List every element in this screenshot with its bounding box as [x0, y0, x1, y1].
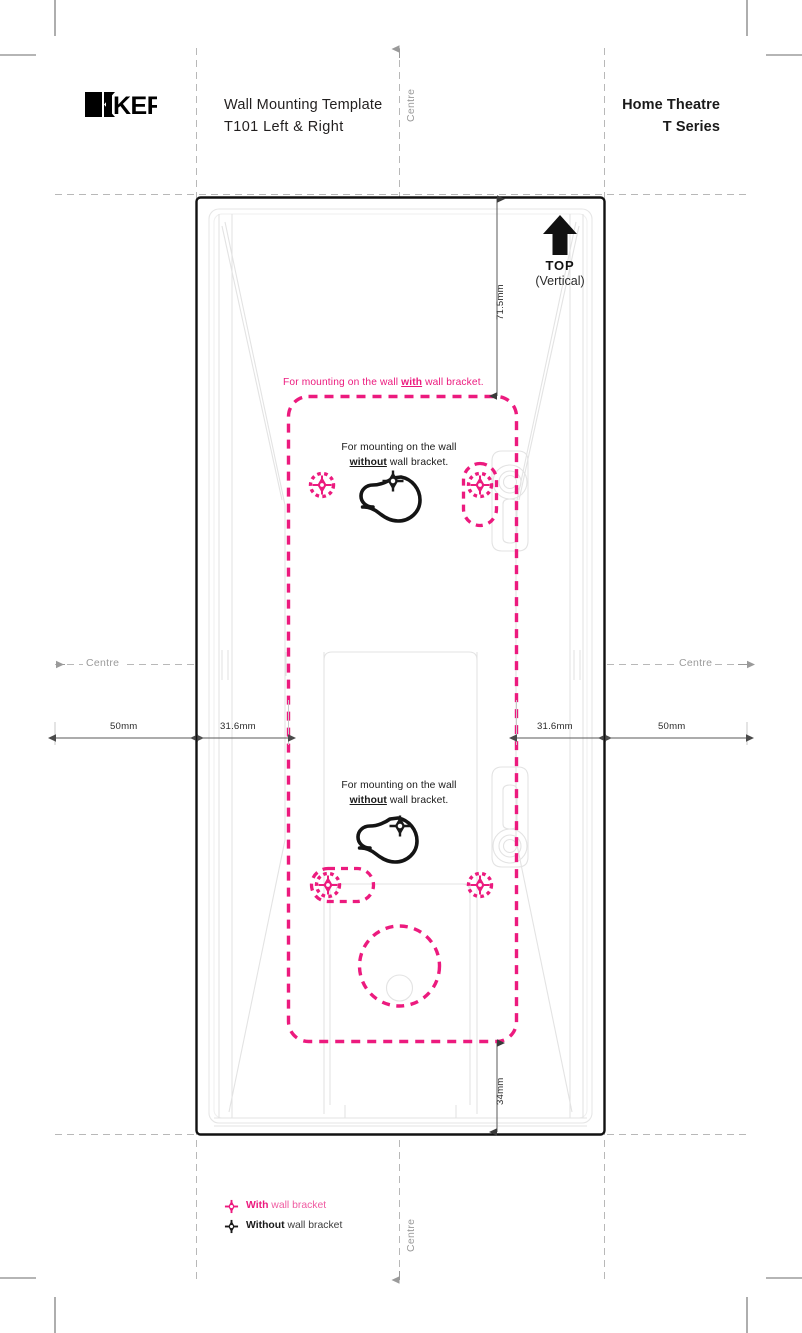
product-series: T Series — [662, 119, 720, 135]
legend-item-without: Without wall bracket — [224, 1216, 342, 1236]
legend: With wall bracket Without wall bracket — [224, 1196, 342, 1236]
note-without-line1-lower: For mounting on the wall — [341, 780, 457, 791]
note-with-suffix: wall bracket. — [422, 377, 484, 388]
dimension-label-bottom-vertical: 34mm — [495, 1077, 506, 1105]
note-without-emphasis-upper: without — [349, 457, 387, 468]
product-category: Home Theatre — [622, 97, 720, 113]
centre-label-bottom: Centre — [405, 1215, 417, 1255]
target-crosshair-icon — [224, 1199, 239, 1214]
dimension-label-left-outer: 50mm — [110, 721, 138, 732]
orientation-marker: TOP (Vertical) — [516, 214, 604, 288]
legend-text-without: wall bracket — [284, 1220, 343, 1231]
note-without-emphasis-lower: without — [349, 795, 387, 806]
note-with-emphasis: with — [401, 377, 423, 388]
bracket-slot-outlines — [309, 461, 499, 904]
legend-item-with: With wall bracket — [224, 1196, 342, 1216]
bracket-slot-upper-right — [461, 461, 499, 528]
document-title-block: Wall Mounting Template T101 Left & Right — [224, 94, 382, 138]
legend-text-with: wall bracket — [268, 1200, 327, 1211]
centre-arrowheads — [56, 45, 755, 1284]
dimension-reference-edges — [195, 660, 606, 748]
keyhole-upper — [359, 469, 422, 523]
note-without-bracket-lower: For mounting on the wall without wall bra… — [301, 778, 497, 808]
dimension-label-right-inner: 31.6mm — [537, 721, 573, 732]
product-family-block: Home Theatre T Series — [622, 94, 720, 138]
document-title: Wall Mounting Template — [224, 97, 383, 113]
note-without-suffix-lower: wall bracket. — [386, 795, 449, 806]
note-without-bracket-upper: For mounting on the wall without wall bra… — [301, 440, 497, 470]
dimension-label-left-inner: 31.6mm — [220, 721, 256, 732]
orientation-label: TOP — [545, 258, 575, 273]
note-with-prefix: For mounting on the wall — [283, 377, 402, 388]
centre-label-left: Centre — [83, 657, 123, 669]
keyhole-lower — [356, 814, 419, 864]
legend-emphasis-with: With — [246, 1200, 269, 1211]
bracket-drill-circle — [357, 924, 442, 1008]
dimension-label-right-outer: 50mm — [658, 721, 686, 732]
up-arrow-icon — [516, 214, 604, 256]
centre-label-right: Centre — [676, 657, 716, 669]
speaker-outline — [195, 196, 606, 1136]
kef-logo: KEF — [85, 92, 162, 120]
target-crosshair-icon — [224, 1219, 239, 1234]
bracket-slot-lower-left — [309, 866, 376, 904]
note-without-suffix-upper: wall bracket. — [386, 457, 449, 468]
note-without-line1-upper: For mounting on the wall — [341, 442, 457, 453]
orientation-sublabel: (Vertical) — [535, 274, 585, 288]
svg-text:KEF: KEF — [113, 92, 157, 117]
document-model: T101 Left & Right — [224, 119, 344, 135]
centre-label-top: Centre — [405, 85, 417, 125]
note-with-bracket: For mounting on the wall with wall brack… — [283, 377, 484, 388]
dimension-label-top-vertical: 71.5mm — [495, 284, 506, 320]
legend-emphasis-without: Without — [246, 1220, 285, 1231]
